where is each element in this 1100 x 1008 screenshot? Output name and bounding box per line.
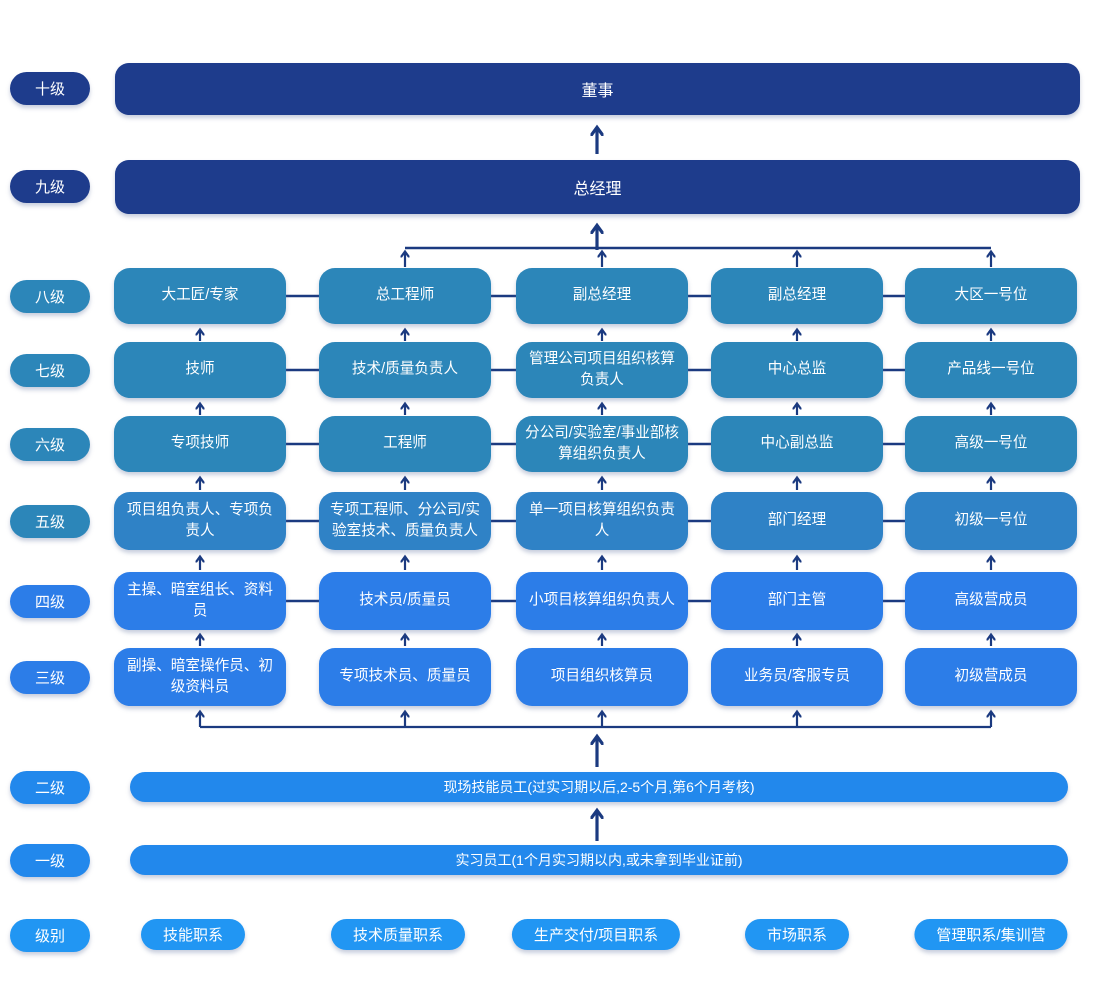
level-pill-4: 四级: [10, 585, 90, 618]
box-l7-c2: 技术/质量负责人: [319, 342, 491, 398]
intern-bar: 实习员工(1个月实习期以内,或未拿到毕业证前): [130, 845, 1068, 875]
box-l7-c4: 中心总监: [711, 342, 883, 398]
box-l8-c4: 副总经理: [711, 268, 883, 324]
box-l7-c3: 管理公司项目组织核算负责人: [516, 342, 688, 398]
box-l5-c4: 部门经理: [711, 492, 883, 550]
connectors: [200, 128, 991, 841]
box-l3-c2: 专项技术员、质量员: [319, 648, 491, 706]
box-l4-c5: 高级营成员: [905, 572, 1077, 630]
general-manager-bar: 总经理: [115, 160, 1080, 214]
box-l3-c3: 项目组织核算员: [516, 648, 688, 706]
column-up-arrows: [200, 252, 991, 727]
box-l8-c5: 大区一号位: [905, 268, 1077, 324]
box-l4-c2: 技术员/质量员: [319, 572, 491, 630]
level-pill-8: 八级: [10, 280, 90, 313]
box-l4-c1: 主操、暗室组长、资料员: [114, 572, 286, 630]
box-l4-c3: 小项目核算组织负责人: [516, 572, 688, 630]
box-l6-c2: 工程师: [319, 416, 491, 472]
level-pill-5: 五级: [10, 505, 90, 538]
box-l5-c2: 专项工程师、分公司/实验室技术、质量负责人: [319, 492, 491, 550]
box-l8-c1: 大工匠/专家: [114, 268, 286, 324]
level-pill-10: 十级: [10, 72, 90, 105]
box-l8-c2: 总工程师: [319, 268, 491, 324]
level-pill-9: 九级: [10, 170, 90, 203]
level-pill-6: 六级: [10, 428, 90, 461]
field-staff-bar: 现场技能员工(过实习期以后,2-5个月,第6个月考核): [130, 772, 1068, 802]
box-l3-c5: 初级营成员: [905, 648, 1077, 706]
box-l5-c3: 单一项目核算组织负责人: [516, 492, 688, 550]
box-l7-c1: 技师: [114, 342, 286, 398]
level-pill-2: 二级: [10, 771, 90, 804]
level-pill-category: 级别: [10, 919, 90, 952]
box-l5-c5: 初级一号位: [905, 492, 1077, 550]
box-l4-c4: 部门主管: [711, 572, 883, 630]
box-l5-c1: 项目组负责人、专项负责人: [114, 492, 286, 550]
level-pill-3: 三级: [10, 661, 90, 694]
track-pill-delivery-project: 生产交付/项目职系: [511, 919, 681, 950]
track-pill-skill: 技能职系: [140, 919, 246, 950]
box-l6-c5: 高级一号位: [905, 416, 1077, 472]
box-l6-c1: 专项技师: [114, 416, 286, 472]
track-pill-management: 管理职系/集训营: [914, 919, 1068, 950]
box-l8-c3: 副总经理: [516, 268, 688, 324]
box-l6-c3: 分公司/实验室/事业部核算组织负责人: [516, 416, 688, 472]
box-l6-c4: 中心副总监: [711, 416, 883, 472]
level-pill-1: 一级: [10, 844, 90, 877]
box-l3-c4: 业务员/客服专员: [711, 648, 883, 706]
director-bar: 董事: [115, 63, 1080, 115]
level-pill-7: 七级: [10, 354, 90, 387]
box-l7-c5: 产品线一号位: [905, 342, 1077, 398]
box-l3-c1: 副操、暗室操作员、初级资料员: [114, 648, 286, 706]
track-pill-market: 市场职系: [744, 919, 850, 950]
track-pill-tech-quality: 技术质量职系: [330, 919, 466, 950]
